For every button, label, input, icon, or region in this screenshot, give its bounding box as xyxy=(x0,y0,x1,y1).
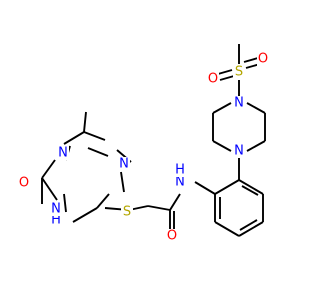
atom-label-background xyxy=(207,72,219,86)
atom-label-h-ring: H xyxy=(51,213,61,228)
atom-label-background xyxy=(174,163,186,177)
atom-label-n-pip-bottom: N xyxy=(234,96,244,111)
atom-label-n-ring: N xyxy=(51,202,61,217)
atom-label-background xyxy=(166,229,178,243)
atom-label-background xyxy=(233,96,245,110)
atom-label-background xyxy=(18,176,30,190)
atom-label-o-amide: O xyxy=(167,229,177,244)
atom-label-n-left: N xyxy=(58,146,68,161)
atom-label-background xyxy=(174,175,186,189)
atom-label-s-thio: S xyxy=(123,205,131,220)
atom-label-background xyxy=(233,65,245,79)
atom-label-background xyxy=(50,202,62,216)
atom-label-n-pip-top: N xyxy=(234,144,244,159)
bond-lines xyxy=(41,44,266,237)
atom-label-n-top: N xyxy=(119,157,129,172)
atom-label-s-sulfonyl: S xyxy=(235,65,243,80)
atom-label-background xyxy=(50,213,62,227)
atom-label-background xyxy=(118,157,130,171)
atom-label-o-ketone: O xyxy=(19,176,29,191)
atom-label-background xyxy=(233,144,245,158)
atom-label-background xyxy=(57,146,69,160)
atom-label-background xyxy=(121,205,133,219)
atom-label-o-sulfonyl-right: O xyxy=(258,52,268,67)
atom-label-o-sulfonyl-left: O xyxy=(208,72,218,87)
atom-label-h-amide: H xyxy=(175,163,185,178)
atom-label-background xyxy=(257,52,269,66)
atom-label-n-amide: N xyxy=(175,175,185,190)
